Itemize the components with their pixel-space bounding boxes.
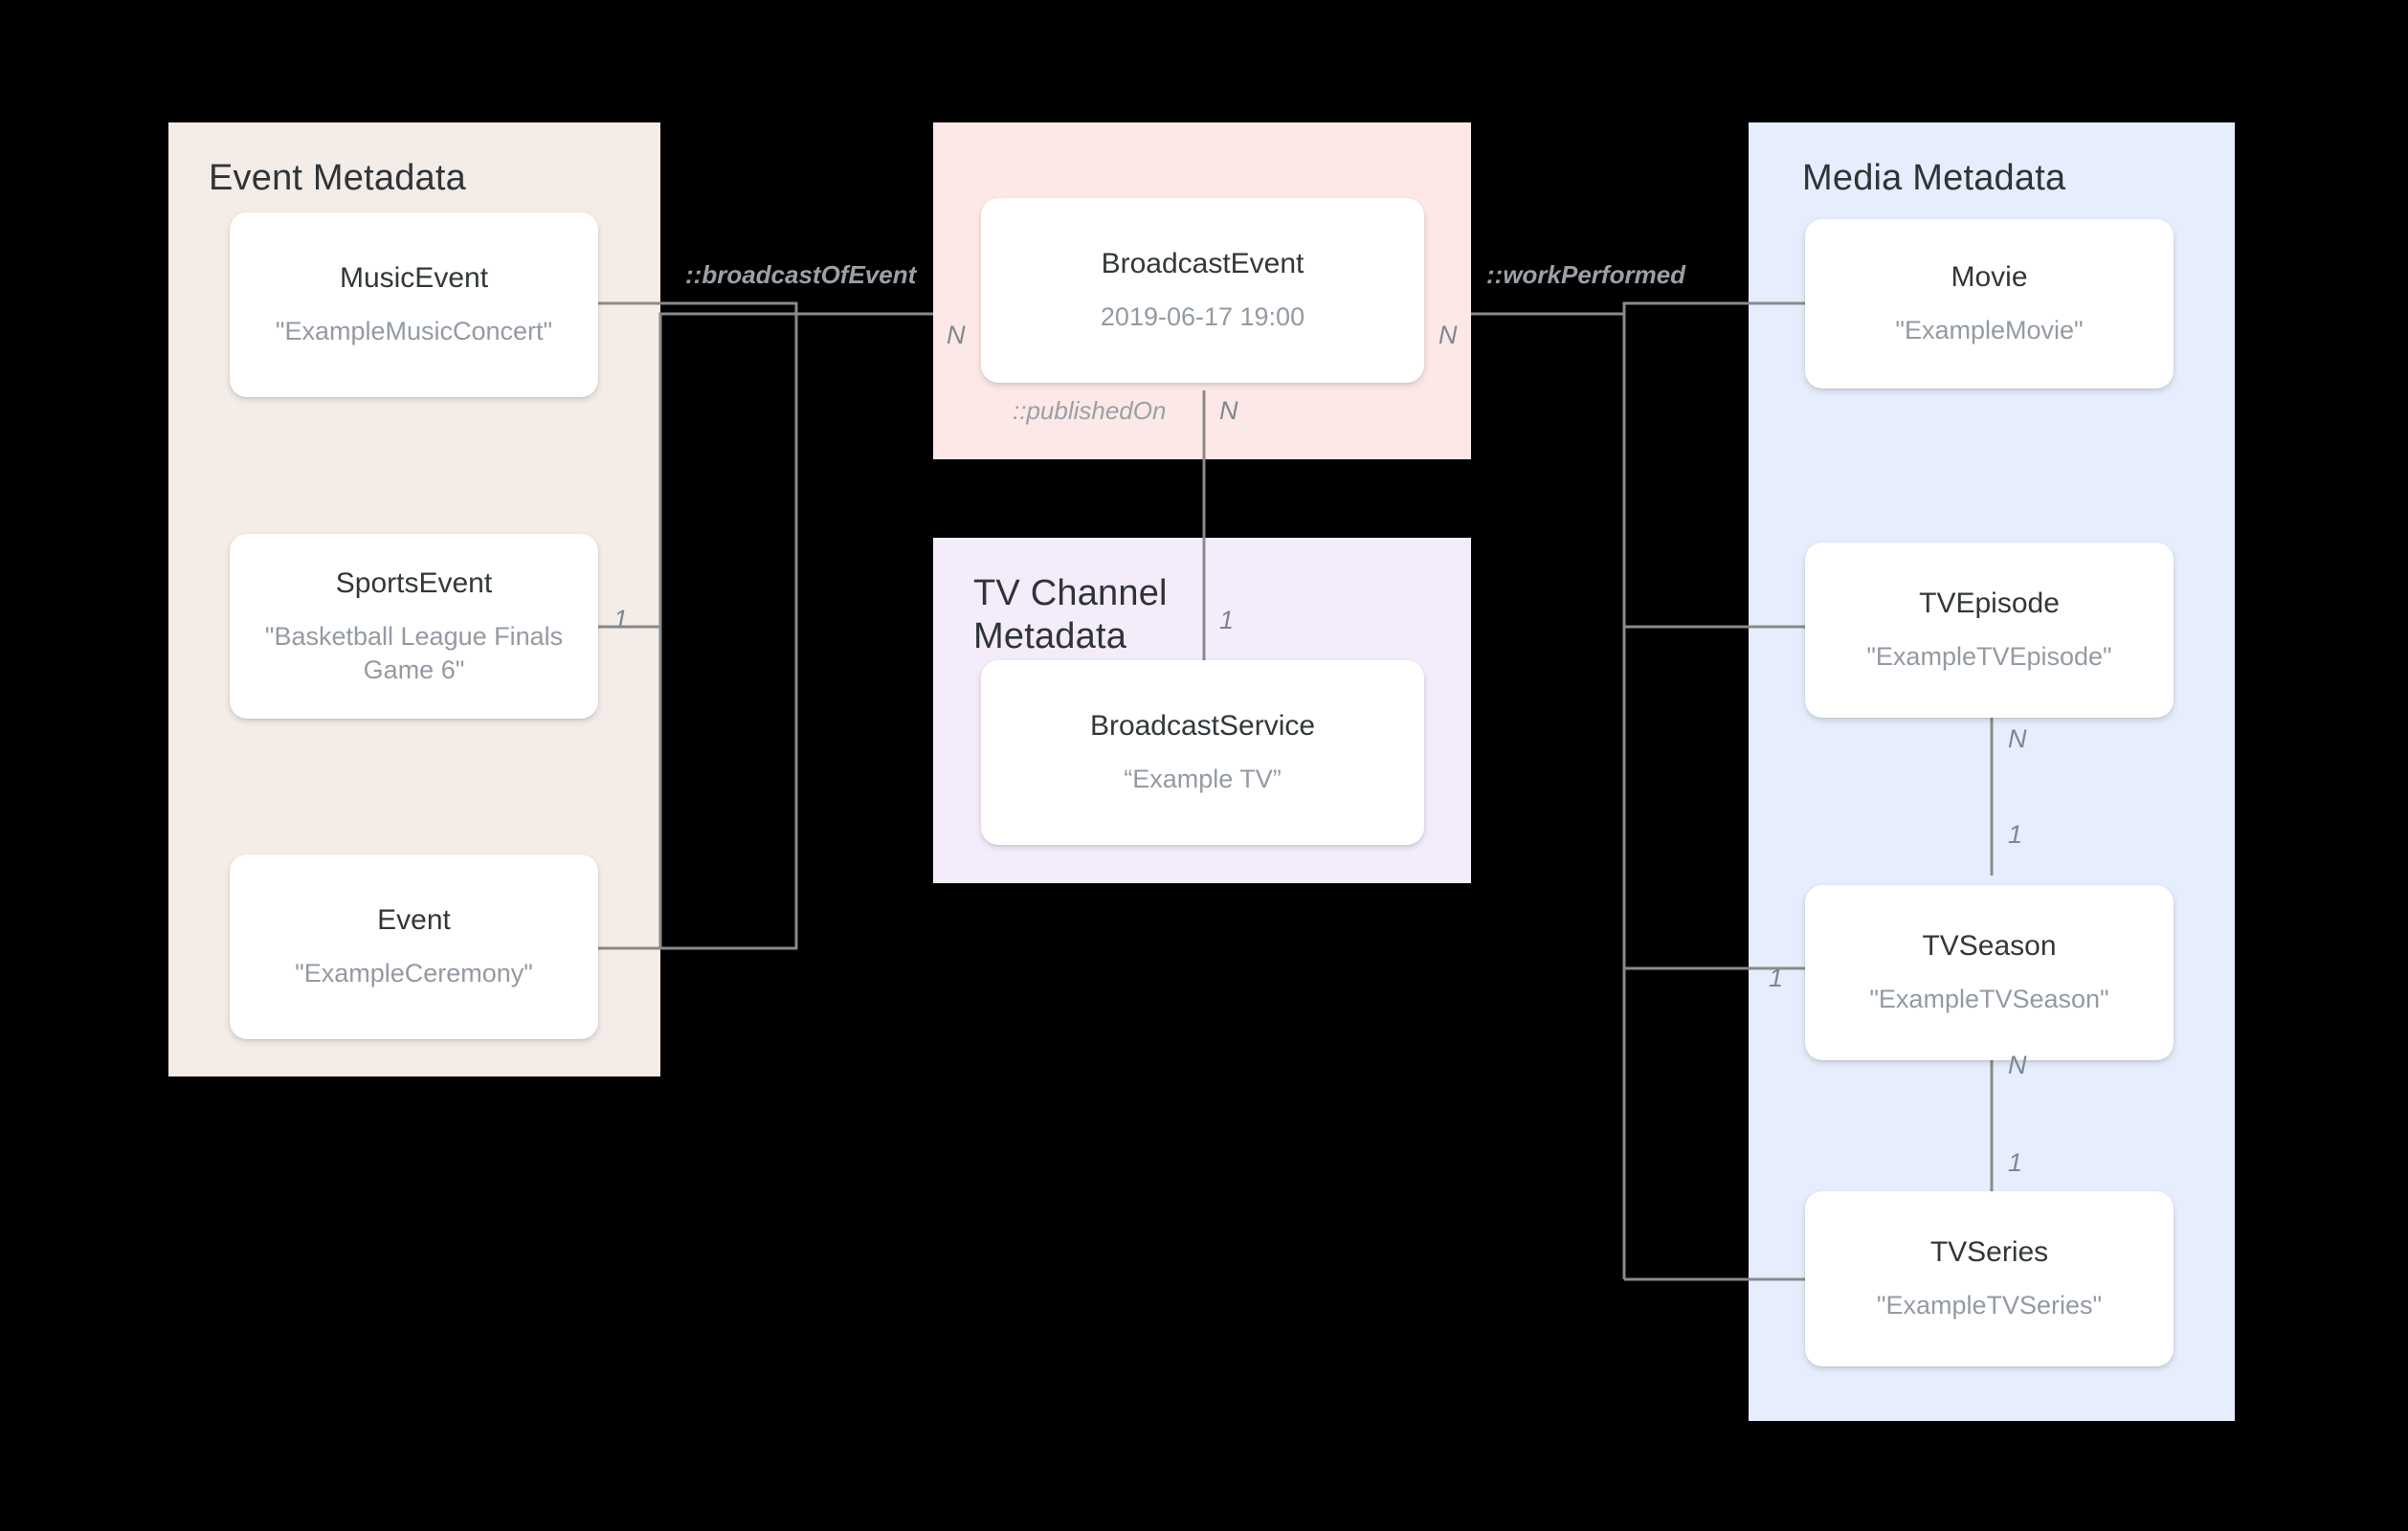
entity-card-movie[interactable]: Movie "ExampleMovie" [1805, 219, 2174, 388]
entity-value-broadcast-service: “Example TV” [1124, 765, 1282, 794]
entity-type-music-event: MusicEvent [339, 262, 489, 295]
entity-card-tv-series[interactable]: TVSeries "ExampleTVSeries" [1805, 1191, 2174, 1366]
multiplicity-broadcast-event-left: N [947, 321, 966, 349]
entity-card-tv-season[interactable]: TVSeason "ExampleTVSeason" [1805, 885, 2174, 1060]
multiplicity-tv-episode-bottom: N [2008, 724, 2027, 753]
entity-type-movie: Movie [1951, 261, 2028, 294]
entity-type-tv-episode: TVEpisode [1919, 588, 2060, 620]
entity-value-sports-event: "Basketball League Finals Game 6" [264, 622, 564, 684]
panel-title-event-metadata: Event Metadata [209, 158, 466, 198]
entity-card-tv-episode[interactable]: TVEpisode "ExampleTVEpisode" [1805, 543, 2174, 718]
entity-card-broadcast-event[interactable]: BroadcastEvent 2019-06-17 19:00 [981, 198, 1424, 383]
entity-card-sports-event[interactable]: SportsEvent "Basketball League Finals Ga… [230, 534, 598, 719]
relation-label-work-performed: ::workPerformed [1486, 260, 1686, 289]
entity-type-sports-event: SportsEvent [335, 567, 493, 600]
multiplicity-broadcast-event-bottom: N [1219, 396, 1238, 425]
entity-value-event: "ExampleCeremony" [295, 959, 533, 988]
multiplicity-tv-season-top: 1 [2008, 820, 2023, 849]
entity-type-event: Event [377, 904, 451, 937]
multiplicity-sports-event-side: 1 [613, 605, 629, 633]
entity-type-broadcast-event: BroadcastEvent [1101, 248, 1304, 280]
entity-type-tv-series: TVSeries [1929, 1236, 2049, 1269]
entity-value-tv-episode: "ExampleTVEpisode" [1866, 642, 2112, 672]
entity-type-broadcast-service: BroadcastService [1089, 710, 1316, 743]
entity-value-music-event: "ExampleMusicConcert" [275, 317, 553, 346]
multiplicity-broadcast-service-top: 1 [1219, 606, 1235, 634]
entity-card-event[interactable]: Event "ExampleCeremony" [230, 854, 598, 1039]
entity-value-movie: "ExampleMovie" [1895, 316, 2084, 345]
multiplicity-tv-season-bottom: N [2008, 1051, 2027, 1079]
entity-value-tv-series: "ExampleTVSeries" [1876, 1291, 2103, 1320]
multiplicity-tv-series-top: 1 [2008, 1148, 2023, 1177]
entity-card-broadcast-service[interactable]: BroadcastService “Example TV” [981, 660, 1424, 845]
entity-value-tv-season: "ExampleTVSeason" [1869, 985, 2109, 1014]
relation-label-broadcast-of-event: ::broadcastOfEvent [685, 260, 917, 289]
multiplicity-tv-season-left: 1 [1769, 964, 1784, 992]
entity-value-broadcast-event: 2019-06-17 19:00 [1100, 302, 1305, 332]
multiplicity-broadcast-event-right: N [1438, 321, 1458, 349]
entity-type-tv-season: TVSeason [1922, 930, 2057, 963]
relation-label-published-on: ::publishedOn [1013, 396, 1167, 425]
panel-title-tv-channel-metadata: TV Channel Metadata [973, 573, 1168, 656]
entity-card-music-event[interactable]: MusicEvent "ExampleMusicConcert" [230, 212, 598, 397]
panel-title-media-metadata: Media Metadata [1802, 158, 2066, 198]
